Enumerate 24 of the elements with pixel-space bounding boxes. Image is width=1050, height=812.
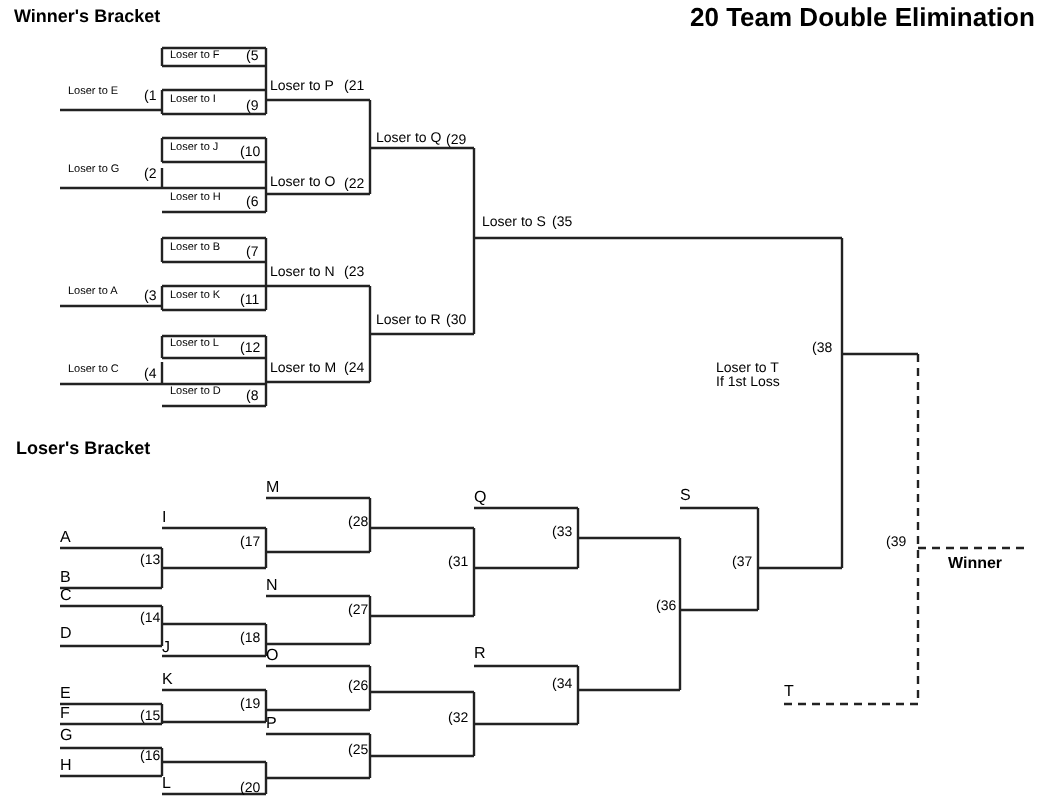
team-label: B — [60, 570, 71, 587]
team-label: A — [60, 530, 71, 547]
diagram-title: 20 Team Double Elimination — [690, 4, 1035, 32]
team-label: F — [60, 706, 70, 723]
team-label: H — [60, 758, 72, 775]
section-heading: Loser's Bracket — [16, 440, 151, 459]
team-label: I — [162, 510, 167, 527]
team-label: R — [474, 646, 486, 663]
team-label: E — [60, 686, 71, 703]
team-label: P — [266, 716, 277, 733]
winner-label: Winner — [948, 556, 1003, 573]
team-label: C — [60, 588, 72, 605]
team-label: O — [266, 648, 279, 665]
team-label: L — [162, 776, 171, 793]
team-label: N — [266, 578, 278, 595]
team-label: J — [162, 640, 170, 657]
section-heading: Winner's Bracket — [14, 8, 161, 27]
team-label: M — [266, 480, 280, 497]
team-label: S — [680, 488, 691, 505]
team-label: G — [60, 728, 73, 745]
team-label: Q — [474, 490, 487, 507]
team-label: D — [60, 626, 72, 643]
team-label: T — [784, 684, 794, 701]
team-label: K — [162, 672, 173, 689]
